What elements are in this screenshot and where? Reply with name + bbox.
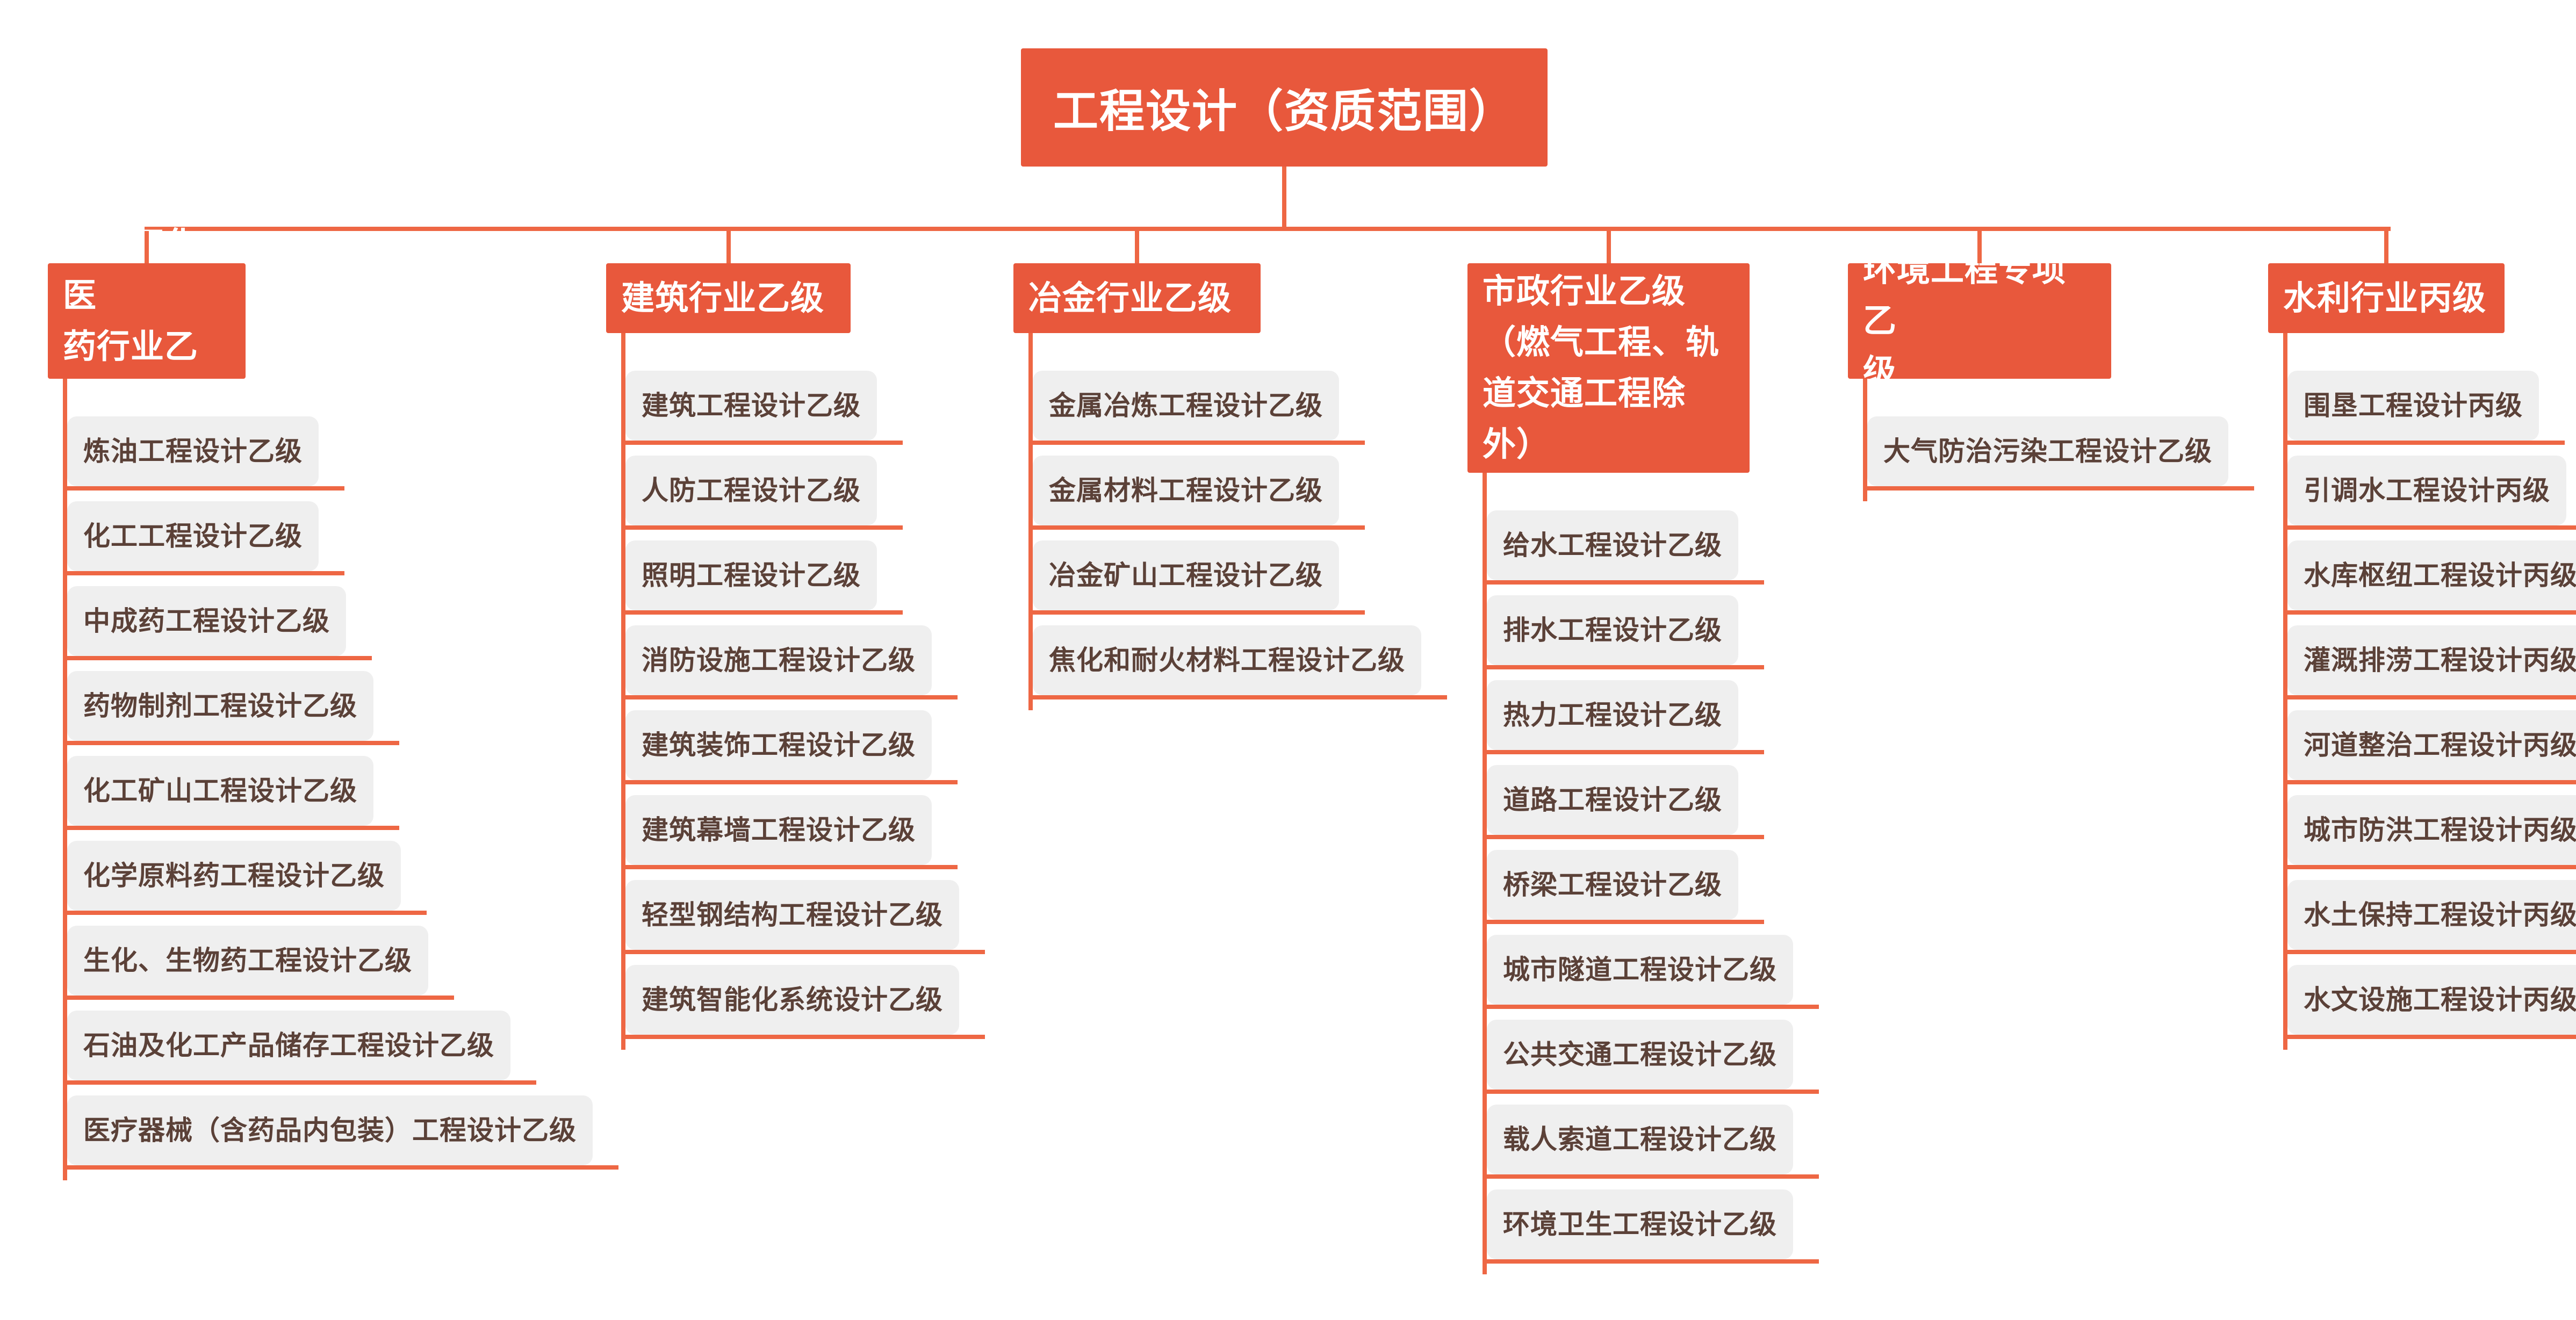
item-row: 水文设施工程设计丙级 <box>2287 965 2576 1039</box>
item-row: 金属冶炼工程设计乙级 <box>1033 371 1365 445</box>
item-row: 大气防治污染工程设计乙级 <box>1867 416 2254 491</box>
branch-header: 水利行业丙级 <box>2268 263 2505 333</box>
branch-items: 建筑工程设计乙级人防工程设计乙级照明工程设计乙级消防设施工程设计乙级建筑装饰工程… <box>621 333 985 1050</box>
item-card: 河道整治工程设计丙级 <box>2287 710 2576 780</box>
item-card: 石油及化工产品储存工程设计乙级 <box>67 1011 510 1080</box>
item-card: 药物制剂工程设计乙级 <box>67 671 373 741</box>
item-row: 城市防洪工程设计丙级 <box>2287 795 2576 869</box>
item-card: 建筑工程设计乙级 <box>625 371 877 441</box>
item-card: 热力工程设计乙级 <box>1487 680 1738 750</box>
item-card: 围垦工程设计丙级 <box>2287 371 2539 441</box>
item-card: 焦化和耐火材料工程设计乙级 <box>1033 625 1421 695</box>
item-row: 医疗器械（含药品内包装）工程设计乙级 <box>67 1095 618 1170</box>
branch-items: 炼油工程设计乙级化工工程设计乙级中成药工程设计乙级药物制剂工程设计乙级化工矿山工… <box>63 379 618 1180</box>
item-card: 排水工程设计乙级 <box>1487 595 1738 665</box>
item-card: 建筑智能化系统设计乙级 <box>625 965 959 1035</box>
connector-drop <box>1135 231 1139 263</box>
connector-drop <box>1606 231 1611 263</box>
item-row: 围垦工程设计丙级 <box>2287 371 2565 445</box>
item-row: 热力工程设计乙级 <box>1487 680 1764 754</box>
item-row: 载人索道工程设计乙级 <box>1487 1105 1819 1179</box>
item-row: 排水工程设计乙级 <box>1487 595 1764 669</box>
item-row: 给水工程设计乙级 <box>1487 510 1764 585</box>
branch-header: 化工石化医 药行业乙级 <box>48 226 246 416</box>
branch-items: 金属冶炼工程设计乙级金属材料工程设计乙级冶金矿山工程设计乙级焦化和耐火材料工程设… <box>1028 333 1447 710</box>
branch-items: 围垦工程设计丙级引调水工程设计丙级水库枢纽工程设计丙级灌溉排涝工程设计丙级河道整… <box>2283 333 2576 1050</box>
item-row: 生化、生物药工程设计乙级 <box>67 926 454 1000</box>
item-row: 引调水工程设计丙级 <box>2287 456 2576 530</box>
item-card: 人防工程设计乙级 <box>625 456 877 525</box>
item-row: 化工矿山工程设计乙级 <box>67 756 399 830</box>
item-card: 引调水工程设计丙级 <box>2287 456 2566 525</box>
item-row: 金属材料工程设计乙级 <box>1033 456 1365 530</box>
item-row: 人防工程设计乙级 <box>625 456 903 530</box>
item-card: 城市防洪工程设计丙级 <box>2287 795 2576 865</box>
item-card: 金属冶炼工程设计乙级 <box>1033 371 1339 441</box>
item-row: 冶金矿山工程设计乙级 <box>1033 540 1365 615</box>
item-card: 中成药工程设计乙级 <box>67 586 346 656</box>
item-card: 建筑幕墙工程设计乙级 <box>625 795 932 865</box>
item-card: 城市隧道工程设计乙级 <box>1487 935 1793 1005</box>
item-row: 药物制剂工程设计乙级 <box>67 671 399 745</box>
item-card: 灌溉排涝工程设计丙级 <box>2287 625 2576 695</box>
item-card: 环境卫生工程设计乙级 <box>1487 1189 1793 1259</box>
branch-header: 冶金行业乙级 <box>1013 263 1261 333</box>
item-card: 公共交通工程设计乙级 <box>1487 1020 1793 1090</box>
item-row: 水土保持工程设计丙级 <box>2287 880 2576 954</box>
item-row: 建筑装饰工程设计乙级 <box>625 710 958 784</box>
item-card: 大气防治污染工程设计乙级 <box>1867 416 2228 486</box>
item-card: 轻型钢结构工程设计乙级 <box>625 880 959 950</box>
item-row: 化学原料药工程设计乙级 <box>67 841 427 915</box>
branch-header: 市政行业乙级 （燃气工程、轨 道交通工程除 外） <box>1467 263 1750 473</box>
item-row: 中成药工程设计乙级 <box>67 586 372 660</box>
connector-rail <box>145 227 2391 231</box>
connector-drop <box>145 231 149 263</box>
item-card: 金属材料工程设计乙级 <box>1033 456 1339 525</box>
item-row: 建筑工程设计乙级 <box>625 371 903 445</box>
branch-items: 给水工程设计乙级排水工程设计乙级热力工程设计乙级道路工程设计乙级桥梁工程设计乙级… <box>1483 473 1819 1274</box>
item-row: 灌溉排涝工程设计丙级 <box>2287 625 2576 699</box>
item-row: 公共交通工程设计乙级 <box>1487 1020 1819 1094</box>
item-card: 道路工程设计乙级 <box>1487 765 1738 835</box>
item-card: 化学原料药工程设计乙级 <box>67 841 401 911</box>
connector-drop <box>1977 231 1982 263</box>
item-row: 照明工程设计乙级 <box>625 540 903 615</box>
item-card: 建筑装饰工程设计乙级 <box>625 710 932 780</box>
item-row: 石油及化工产品储存工程设计乙级 <box>67 1011 536 1085</box>
item-row: 焦化和耐火材料工程设计乙级 <box>1033 625 1447 699</box>
item-row: 环境卫生工程设计乙级 <box>1487 1189 1819 1264</box>
connector-drop <box>726 231 731 263</box>
item-row: 建筑幕墙工程设计乙级 <box>625 795 958 869</box>
item-card: 照明工程设计乙级 <box>625 540 877 610</box>
item-card: 生化、生物药工程设计乙级 <box>67 926 428 996</box>
branch-items: 大气防治污染工程设计乙级 <box>1863 379 2254 501</box>
branch-header: 建筑行业乙级 <box>606 263 851 333</box>
item-row: 化工工程设计乙级 <box>67 501 344 575</box>
item-card: 化工工程设计乙级 <box>67 501 319 571</box>
item-row: 轻型钢结构工程设计乙级 <box>625 880 985 954</box>
item-row: 建筑智能化系统设计乙级 <box>625 965 985 1039</box>
branch-header: 环境工程专项乙 级 <box>1848 251 2111 391</box>
item-card: 冶金矿山工程设计乙级 <box>1033 540 1339 610</box>
chart-title: 工程设计（资质范围） <box>1021 48 1548 167</box>
item-row: 桥梁工程设计乙级 <box>1487 850 1764 924</box>
item-card: 水土保持工程设计丙级 <box>2287 880 2576 950</box>
item-row: 炼油工程设计乙级 <box>67 416 344 491</box>
connector-stem <box>1282 167 1286 231</box>
item-row: 消防设施工程设计乙级 <box>625 625 958 699</box>
item-row: 城市隧道工程设计乙级 <box>1487 935 1819 1009</box>
item-card: 化工矿山工程设计乙级 <box>67 756 373 826</box>
item-card: 炼油工程设计乙级 <box>67 416 319 486</box>
item-card: 消防设施工程设计乙级 <box>625 625 932 695</box>
item-card: 载人索道工程设计乙级 <box>1487 1105 1793 1174</box>
item-card: 水文设施工程设计丙级 <box>2287 965 2576 1035</box>
item-row: 道路工程设计乙级 <box>1487 765 1764 839</box>
connector-drop <box>2384 231 2388 263</box>
item-row: 水库枢纽工程设计丙级 <box>2287 540 2576 615</box>
item-card: 桥梁工程设计乙级 <box>1487 850 1738 920</box>
item-row: 河道整治工程设计丙级 <box>2287 710 2576 784</box>
item-card: 水库枢纽工程设计丙级 <box>2287 540 2576 610</box>
item-card: 医疗器械（含药品内包装）工程设计乙级 <box>67 1095 593 1165</box>
item-card: 给水工程设计乙级 <box>1487 510 1738 580</box>
